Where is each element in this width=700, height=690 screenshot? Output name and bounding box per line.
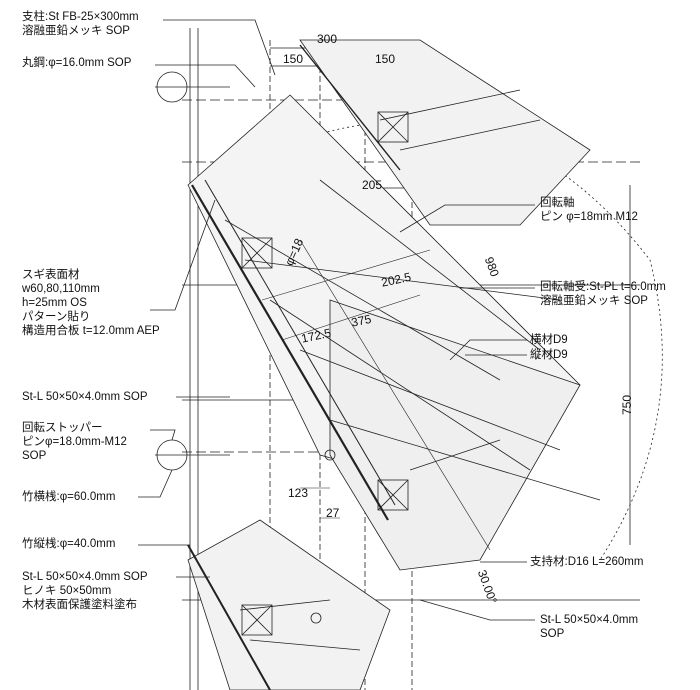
hinge-box bbox=[241, 237, 273, 269]
rebar bbox=[299, 349, 561, 451]
dim-27: 27 bbox=[326, 506, 340, 520]
leader-round-bar bbox=[155, 64, 256, 88]
hinge-box bbox=[241, 604, 273, 636]
rebar bbox=[409, 439, 501, 471]
louver-panel-top bbox=[299, 39, 591, 226]
dim-750: 750 bbox=[620, 394, 634, 415]
label-bamboo-v: 竹縦桟:φ=40.0mm bbox=[22, 538, 116, 550]
panel-edge bbox=[187, 544, 271, 690]
panel-edge bbox=[299, 44, 401, 171]
label-cross: 横材D9 bbox=[530, 334, 568, 346]
label-stl-top: St-L 50×50×4.0mm SOP bbox=[22, 391, 148, 403]
label-round-bar: 丸鋼:φ=16.0mm SOP bbox=[22, 57, 132, 69]
rebar bbox=[249, 639, 361, 651]
louver-panel-lower bbox=[329, 299, 581, 571]
louver-panel-bottom bbox=[187, 519, 391, 690]
rebar bbox=[244, 259, 561, 301]
leader-stl-bottom bbox=[419, 599, 535, 621]
label-stl-hinoki: St-L 50×50×4.0mm SOP ヒノキ 50×50mm 木材表面保護塗… bbox=[22, 571, 148, 611]
dim-300: 300 bbox=[317, 32, 338, 46]
label-cedar: スギ表面材 w60,80,110mm h=25mm OS パターン貼り 構造用合… bbox=[22, 269, 160, 337]
leader-cedar bbox=[150, 199, 216, 311]
dim-150a: 150 bbox=[283, 52, 304, 66]
rebar bbox=[379, 89, 521, 121]
hinge-box bbox=[377, 479, 409, 511]
label-pivot-bearing: 回転軸受:St-PL t=6.0mm 溶融亜鉛メッキ SOP bbox=[540, 281, 666, 307]
rebar bbox=[329, 419, 601, 501]
dim-123: 123 bbox=[288, 486, 309, 500]
leader-stopper bbox=[150, 429, 176, 441]
label-support: 支持材:D16 L=260mm bbox=[530, 556, 644, 568]
label-pivot: 回転軸 ピン φ=18mm M12 bbox=[540, 197, 638, 223]
rebar bbox=[319, 179, 541, 351]
panel-edge bbox=[191, 184, 389, 521]
pin-circle bbox=[310, 612, 322, 624]
leader-bamboo-h bbox=[138, 469, 173, 498]
leader-cross bbox=[449, 339, 527, 361]
rebar bbox=[239, 599, 331, 611]
dim-line-980 bbox=[299, 239, 491, 551]
rebar bbox=[399, 119, 541, 151]
dim-205: 205 bbox=[362, 178, 383, 192]
label-post: 支柱:St FB-25×300mm 溶融亜鉛メッキ SOP bbox=[22, 11, 139, 37]
hinge-box bbox=[377, 479, 409, 511]
label-stopper: 回転ストッパー ピンφ=18.0mm-M12 SOP bbox=[22, 422, 127, 462]
leader-pivot bbox=[399, 204, 535, 233]
label-stl-bottom: St-L 50×50×4.0mm SOP bbox=[540, 614, 639, 640]
label-bamboo-h: 竹横桟:φ=60.0mm bbox=[22, 491, 116, 503]
pin-circle bbox=[324, 449, 336, 461]
leader-post bbox=[163, 19, 276, 76]
dim-150b: 150 bbox=[375, 52, 396, 66]
dim-line-375 bbox=[281, 294, 421, 341]
rebar bbox=[224, 219, 501, 381]
panel-edge bbox=[204, 179, 396, 506]
label-vertical: 縦材D9 bbox=[530, 349, 568, 361]
dim-line-2025 bbox=[261, 249, 431, 301]
rebar bbox=[269, 299, 531, 471]
hinge-box bbox=[377, 111, 409, 143]
hinge-box bbox=[377, 111, 409, 143]
hinge-box bbox=[241, 604, 273, 636]
hinge-box bbox=[241, 237, 273, 269]
